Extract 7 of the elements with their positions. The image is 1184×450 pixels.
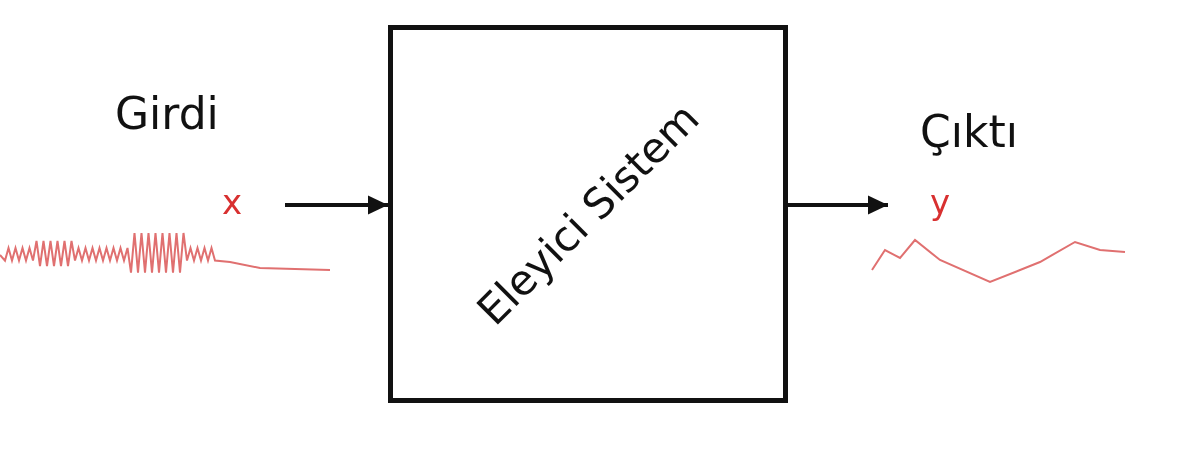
- system-box: [388, 25, 788, 403]
- signal-symbol: y: [930, 185, 958, 225]
- arrow: [788, 195, 888, 215]
- signal-symbol: x: [222, 185, 250, 221]
- output-label: Çıktı: [920, 110, 1018, 154]
- arrow: [285, 195, 388, 215]
- input-label: Girdi: [115, 92, 219, 136]
